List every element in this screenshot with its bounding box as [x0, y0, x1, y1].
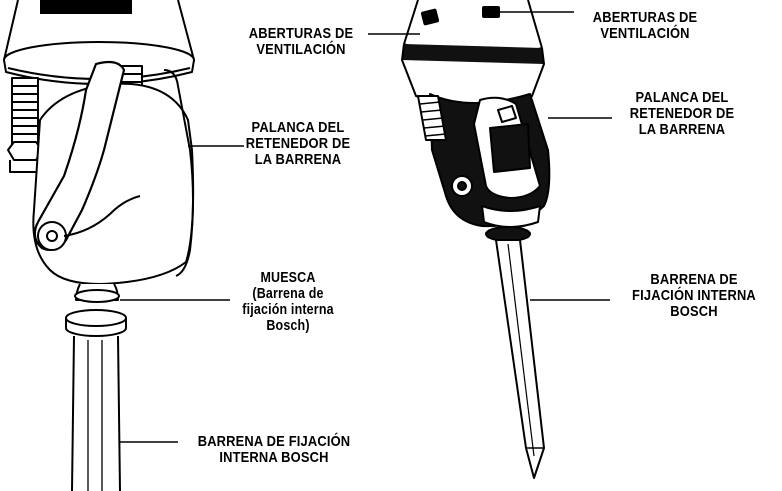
left-bolt-left	[7, 77, 43, 173]
right-spring	[417, 95, 447, 141]
label-line: LA BARRENA	[254, 151, 342, 168]
label-line: INTERNA BOSCH	[219, 449, 329, 466]
label-left-vent: ABERTURAS DE VENTILACIÓN	[237, 26, 366, 58]
label-line: ABERTURAS DE	[248, 25, 354, 42]
label-line: RETENEDOR DE	[245, 135, 351, 152]
right-bit	[495, 239, 545, 479]
label-right-bit: BARRENA DE FIJACIÓN INTERNA BOSCH	[623, 272, 764, 320]
label-line: BARRENA DE FIJACIÓN	[197, 433, 351, 450]
label-line: ABERTURAS DE	[592, 9, 698, 26]
label-right-vent: ABERTURAS DE VENTILACIÓN	[581, 10, 710, 42]
label-line: (Barrena de	[252, 286, 324, 302]
label-right-lever: PALANCA DEL RETENEDOR DE LA BARRENA	[622, 90, 742, 138]
label-line: BOSCH	[670, 303, 718, 320]
label-line: VENTILACIÓN	[600, 25, 690, 42]
label-line: FIJACIÓN INTERNA	[632, 287, 756, 304]
label-line: RETENEDOR DE	[629, 105, 735, 122]
corner-tab	[40, 0, 132, 14]
right-tool-illustration	[368, 0, 612, 479]
label-line: Bosch)	[266, 318, 310, 334]
label-left-lever: PALANCA DEL RETENEDOR DE LA BARRENA	[238, 120, 358, 168]
label-left-notch: MUESCA (Barrena de fijación interna Bosc…	[235, 270, 342, 334]
label-line: fijación interna	[242, 302, 334, 318]
label-line: PALANCA DEL	[251, 119, 345, 136]
label-line: LA BARRENA	[638, 121, 726, 138]
label-line: MUESCA	[260, 270, 316, 286]
left-tool-illustration	[3, 0, 244, 491]
label-line: PALANCA DEL	[635, 89, 729, 106]
label-left-bit: BARRENA DE FIJACIÓN INTERNA BOSCH	[190, 434, 359, 466]
label-line: VENTILACIÓN	[256, 41, 346, 58]
label-line: BARRENA DE	[650, 271, 738, 288]
